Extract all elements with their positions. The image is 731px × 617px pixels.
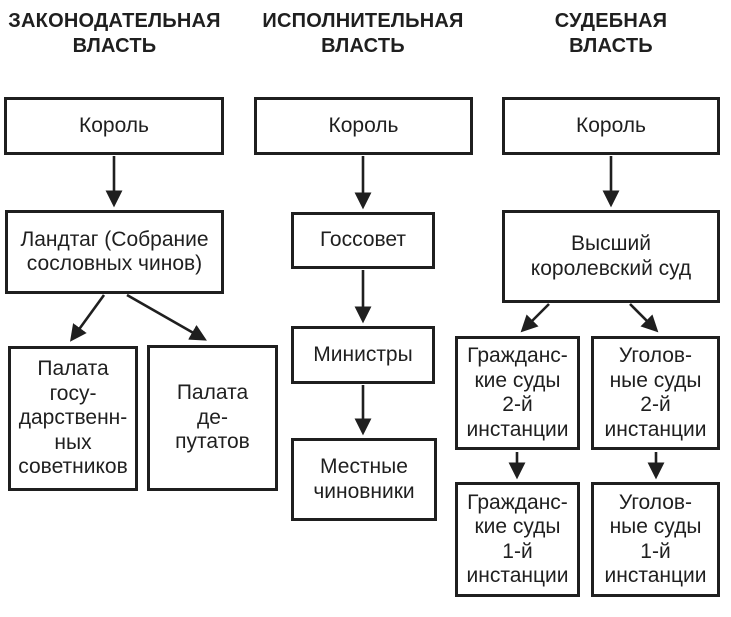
node-landtag: Ландтаг (Собрание сословных чинов) <box>5 210 224 294</box>
node-ministers: Министры <box>291 326 435 384</box>
node-gossovet: Госсовет <box>291 212 435 269</box>
node-chamber-deputies: Палата де- путатов <box>147 345 278 491</box>
node-king-executive: Король <box>254 97 473 155</box>
node-king-judicial: Король <box>502 97 720 155</box>
node-high-royal-court: Высший королевский суд <box>502 210 720 303</box>
node-civil-courts-2nd-instance: Гражданс- кие суды 2-й инстанции <box>455 336 580 450</box>
arrow-landtag-to-councilors <box>70 294 106 342</box>
node-criminal-courts-2nd-instance: Уголов- ные суды 2-й инстанции <box>591 336 720 450</box>
header-judicial-power: СУДЕБНАЯ ВЛАСТЬ <box>554 10 668 57</box>
node-civil-courts-1st-instance: Гражданс- кие суды 1-й инстанции <box>455 482 580 597</box>
arrow-highcourt-to-criminal2 <box>629 303 659 333</box>
node-local-officials: Местные чиновники <box>291 438 437 521</box>
node-king-legislative: Король <box>4 97 224 155</box>
node-criminal-courts-1st-instance: Уголов- ные суды 1-й инстанции <box>591 482 720 597</box>
arrow-landtag-to-deputies <box>126 293 207 341</box>
arrow-highcourt-to-civil2 <box>520 303 550 333</box>
header-executive-power: ИСПОЛНИТЕЛЬНАЯ ВЛАСТЬ <box>262 10 464 57</box>
header-legislative-power: ЗАКОНОДАТЕЛЬНАЯ ВЛАСТЬ <box>8 10 221 57</box>
node-chamber-state-councilors: Палата госу- дарственн- ных советников <box>8 346 138 491</box>
